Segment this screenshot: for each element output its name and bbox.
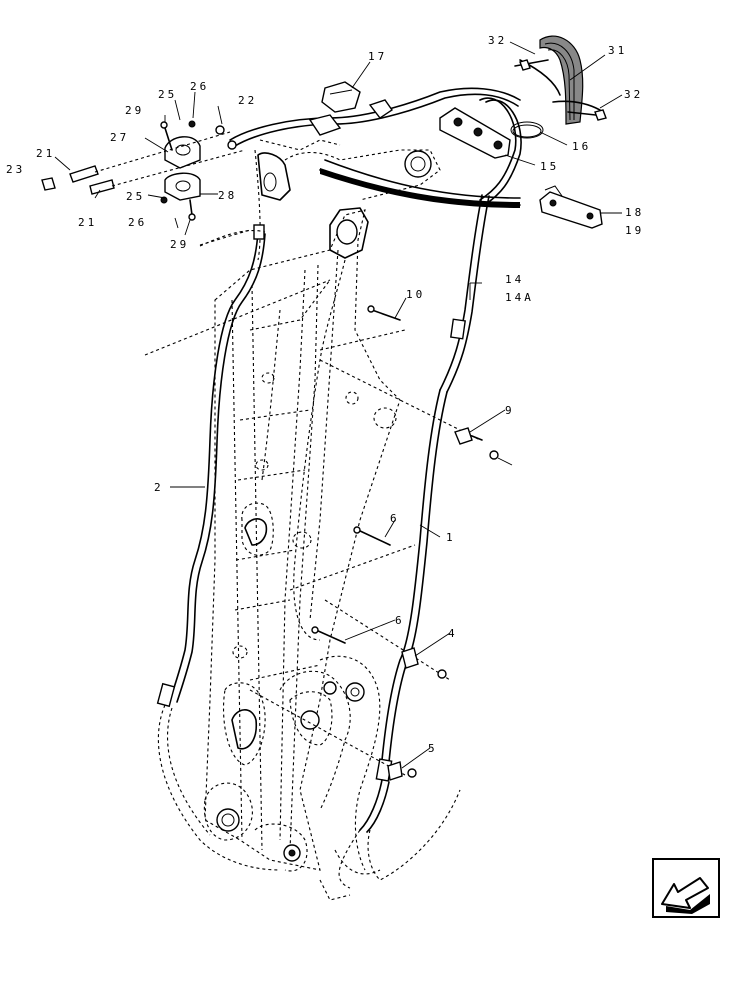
callout-21-upper: 21 <box>36 147 55 160</box>
bracket-15 <box>439 107 511 159</box>
callout-10: 10 <box>406 288 425 301</box>
callout-5: 5 <box>428 742 438 755</box>
cable-tie-32 <box>514 59 607 121</box>
boom-pivot-boss <box>254 139 441 261</box>
callout-labels: 1 2 4 5 6 6 9 10 14 14A 15 16 17 18 19 2… <box>6 34 644 755</box>
hydraulic-tube-2 <box>156 224 281 871</box>
callout-22: 22 <box>238 94 257 107</box>
callout-31: 31 <box>608 44 627 57</box>
callout-23: 23 <box>6 163 25 176</box>
pin-6-lower <box>311 626 346 644</box>
clip-9 <box>454 427 513 466</box>
callout-29-upper: 29 <box>125 104 144 117</box>
callout-15: 15 <box>540 160 559 173</box>
callout-16: 16 <box>572 140 591 153</box>
callout-19: 19 <box>625 224 644 237</box>
callout-2: 2 <box>154 481 164 494</box>
pin-6-upper <box>353 526 391 546</box>
callout-4: 4 <box>448 627 458 640</box>
callout-6-lower: 6 <box>395 614 405 627</box>
callout-26-upper: 26 <box>190 80 209 93</box>
band-clamp-16 <box>510 121 544 139</box>
callout-29-lower: 29 <box>170 238 189 251</box>
hydraulic-tube-1 <box>338 389 461 889</box>
clip-4 <box>401 647 447 679</box>
callout-27: 27 <box>110 131 129 144</box>
callout-18: 18 <box>625 206 644 219</box>
callout-32-upper: 32 <box>488 34 507 47</box>
callout-28: 28 <box>218 189 237 202</box>
bracket-18 <box>539 185 603 229</box>
hose-14 <box>439 194 490 393</box>
callout-1: 1 <box>446 531 456 544</box>
callout-14a: 14A <box>505 291 534 304</box>
callout-17: 17 <box>368 50 387 63</box>
hose-sleeve-31 <box>519 35 601 125</box>
callout-14: 14 <box>505 273 524 286</box>
callout-25-lower: 25 <box>126 190 145 203</box>
callout-9: 9 <box>505 404 515 417</box>
hose-guide-17 <box>308 81 393 136</box>
callout-32-lower: 32 <box>624 88 643 101</box>
callout-25-upper: 25 <box>158 88 177 101</box>
clip-5 <box>387 761 417 781</box>
hose-clamp-assembly <box>41 120 266 247</box>
callout-6-upper: 6 <box>390 512 400 525</box>
callout-26-lower: 26 <box>128 216 147 229</box>
pin-10 <box>367 305 401 321</box>
callout-21-lower: 21 <box>78 216 97 229</box>
boom-arm <box>203 209 401 901</box>
back-arrow-icon[interactable] <box>652 858 720 918</box>
callout-leaders <box>54 41 623 769</box>
